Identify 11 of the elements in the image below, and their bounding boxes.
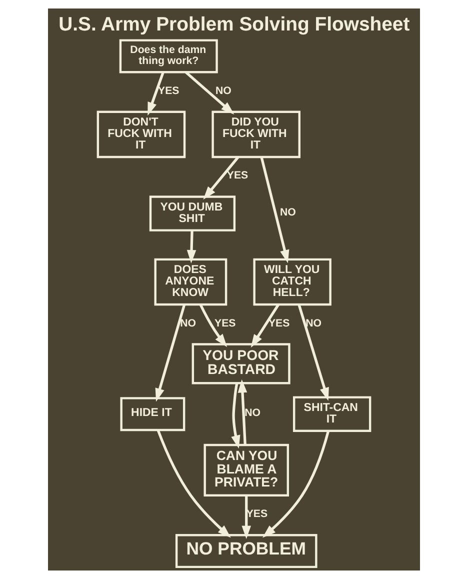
edge-label: NO — [280, 206, 296, 218]
edge-label: YES — [158, 84, 180, 97]
edge-label: NO — [306, 317, 322, 330]
diagram-title: U.S. Army Problem Solving Flowsheet — [58, 13, 410, 36]
edge-label: YES — [214, 317, 236, 330]
edge-label: NO — [215, 84, 232, 97]
edge-label: YES — [268, 317, 290, 330]
edge-label: NO — [244, 406, 260, 419]
edge-label: NO — [180, 317, 196, 330]
edge-label: YES — [226, 170, 248, 182]
edge-label: YES — [246, 508, 268, 520]
